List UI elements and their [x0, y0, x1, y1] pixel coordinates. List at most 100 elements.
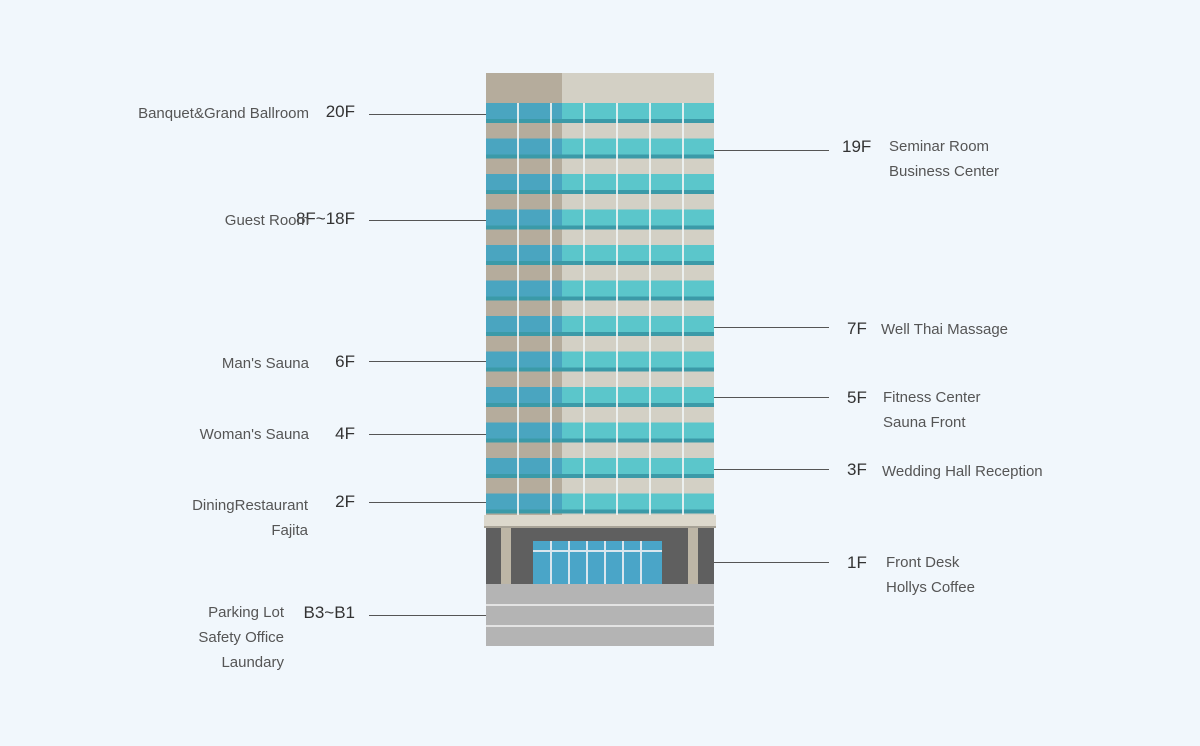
window-band — [562, 245, 714, 261]
basement — [486, 584, 714, 646]
mullion — [649, 103, 651, 515]
floor-description-line: Guest Room — [224, 212, 309, 229]
floor-description-line: Banquet&Grand Ballroom — [138, 105, 309, 122]
window-band — [562, 387, 714, 403]
floor-description-line: Hollys Coffee — [886, 579, 975, 596]
leader-line — [714, 327, 829, 328]
floor-number: 8F~18F — [295, 209, 355, 228]
window-band — [562, 174, 714, 190]
window-band-shade — [486, 351, 562, 368]
window-band-shade — [486, 316, 562, 332]
floor-description-line: Seminar Room — [889, 138, 990, 155]
entrance-mullion — [640, 541, 642, 584]
floor-description-line: Wedding Hall Reception — [882, 463, 1043, 480]
floor-description-line: Woman's Sauna — [199, 426, 309, 443]
window-band-shade — [486, 103, 562, 119]
mullion — [517, 103, 519, 515]
leader-line — [369, 220, 486, 221]
floor-number: 2F — [335, 492, 355, 511]
window-sill — [486, 261, 714, 265]
window-band-shade — [486, 493, 562, 510]
floor-number: 7F — [847, 319, 867, 338]
entrance-mullion — [550, 541, 552, 584]
lobby-canopy-edge — [484, 526, 716, 528]
facade — [562, 103, 714, 515]
floor-description: Man's Sauna — [222, 351, 309, 376]
floor-description-line: DiningRestaurant — [192, 497, 308, 514]
mullion — [550, 103, 552, 515]
entrance-mullion — [568, 541, 570, 584]
floor-description-line: Man's Sauna — [221, 355, 309, 372]
window-band-shade — [486, 138, 562, 155]
window-sill — [486, 296, 714, 301]
window-band-shade — [486, 387, 562, 403]
lobby-canopy — [484, 515, 716, 527]
floor-number: 3F — [847, 460, 867, 479]
leader-line — [369, 502, 486, 503]
window-sill — [486, 367, 714, 372]
leader-line — [714, 469, 829, 470]
floor-description-line: Sauna Front — [883, 414, 966, 431]
lobby-transom — [533, 550, 662, 552]
floor-description: Well Thai Massage — [881, 317, 1008, 342]
leader-line — [714, 150, 829, 151]
basement-level-line — [486, 604, 714, 606]
floor-description-line: Laundary — [221, 654, 284, 671]
window-band — [562, 458, 714, 474]
leader-line — [369, 361, 486, 362]
window-band-shade — [486, 422, 562, 439]
window-band — [562, 280, 714, 297]
floor-number: B3~B1 — [303, 603, 355, 622]
window-band — [562, 209, 714, 226]
mullion — [616, 103, 618, 515]
floor-number: 6F — [335, 352, 355, 371]
lobby-column — [688, 528, 698, 584]
floor-description: Wedding Hall Reception — [882, 459, 1043, 484]
floor-number: 4F — [335, 424, 355, 443]
window-band — [562, 316, 714, 332]
entrance-mullion — [622, 541, 624, 584]
window-sill — [486, 119, 714, 123]
window-band — [562, 138, 714, 155]
leader-line — [369, 615, 486, 616]
leader-line — [714, 397, 829, 398]
window-band-shade — [486, 280, 562, 297]
window-band — [562, 351, 714, 368]
window-band — [562, 493, 714, 510]
basement-level-line — [486, 625, 714, 627]
window-sill — [486, 438, 714, 443]
entrance-mullion — [586, 541, 588, 584]
roof-shade — [486, 73, 562, 103]
window-sill — [486, 154, 714, 159]
floor-description-line: Parking Lot — [208, 604, 284, 621]
window-sill — [486, 509, 714, 514]
floor-description-line: Fitness Center — [883, 389, 981, 406]
floor-description-line: Front Desk — [886, 554, 960, 571]
building-illustration — [484, 73, 716, 646]
mullion — [583, 103, 585, 515]
floor-description: Banquet&Grand Ballroom — [138, 101, 309, 126]
floor-description-line: Safety Office — [198, 629, 284, 646]
entrance-mullion — [604, 541, 606, 584]
lobby-entrance-glass — [533, 541, 662, 584]
floor-number: 20F — [325, 102, 355, 121]
window-band — [562, 103, 714, 119]
floor-description: Woman's Sauna — [200, 422, 309, 447]
floor-description-line: Business Center — [889, 163, 1000, 180]
floor-description: Guest Room — [225, 208, 309, 233]
window-band-shade — [486, 458, 562, 474]
window-band-shade — [486, 209, 562, 226]
facade-shade — [486, 103, 562, 515]
lobby-column — [501, 528, 511, 584]
floor-number: 19F — [842, 137, 872, 156]
window-sill — [486, 190, 714, 194]
mullion — [682, 103, 684, 515]
leader-line — [369, 114, 486, 115]
window-sill — [486, 332, 714, 336]
window-sill — [486, 403, 714, 407]
